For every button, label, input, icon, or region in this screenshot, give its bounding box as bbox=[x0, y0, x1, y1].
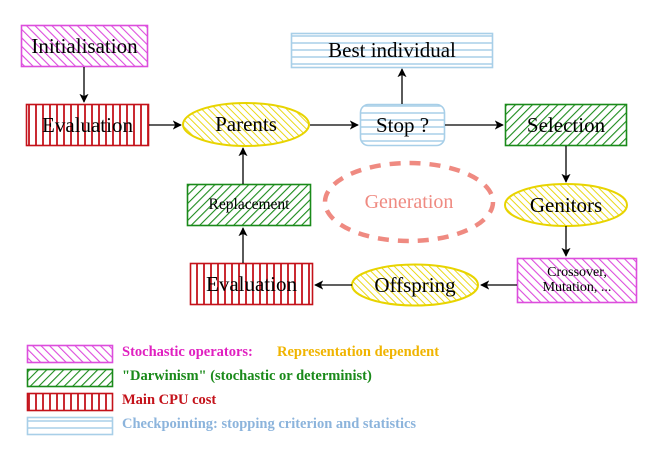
legend-label-representation-dependent: Representation dependent bbox=[277, 344, 440, 360]
node-offspring[interactable] bbox=[351, 263, 479, 307]
legend-label-main-cpu-cost: Main CPU cost bbox=[122, 392, 217, 408]
node-initialisation[interactable] bbox=[20, 24, 149, 68]
legend-swatch-blue-horizontal bbox=[26, 416, 114, 436]
legend-label-checkpointing: Checkpointing: stopping criterion and st… bbox=[122, 416, 417, 432]
node-evaluation-top[interactable] bbox=[25, 103, 150, 147]
legend-label-darwinism: "Darwinism" (stochastic or determinist) bbox=[122, 368, 372, 384]
node-best-individual[interactable] bbox=[290, 32, 494, 69]
legend-swatch-green-diagonal bbox=[26, 368, 114, 388]
legend-swatch-magenta-diagonal bbox=[26, 344, 114, 364]
node-generation bbox=[322, 160, 496, 244]
node-parents[interactable] bbox=[182, 102, 310, 147]
legend-swatch-red-vertical bbox=[26, 392, 114, 412]
node-evaluation-bottom[interactable] bbox=[189, 262, 314, 306]
legend-label-stochastic-operators: Stochastic operators: bbox=[122, 344, 253, 360]
node-replacement[interactable] bbox=[186, 183, 312, 227]
node-selection[interactable] bbox=[504, 103, 628, 147]
node-genitors[interactable] bbox=[504, 183, 628, 227]
node-crossover-mutation[interactable] bbox=[516, 257, 638, 304]
node-stop[interactable] bbox=[359, 103, 446, 147]
